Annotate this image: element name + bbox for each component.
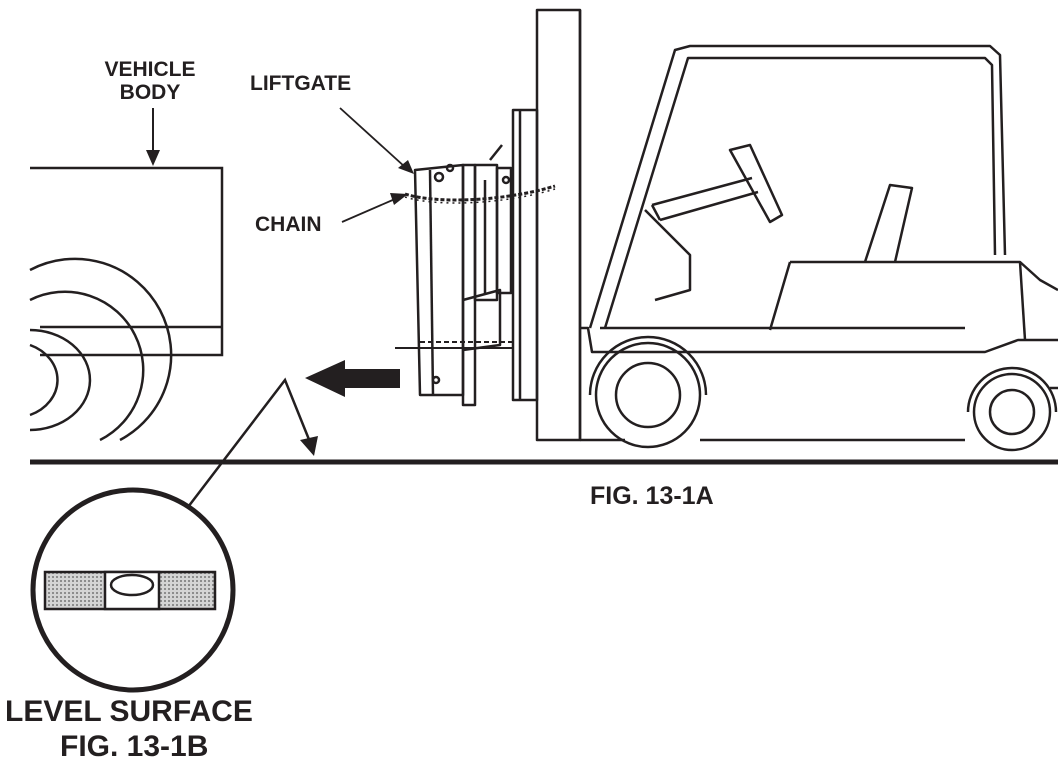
vehicle-body-label-line2: BODY xyxy=(119,81,181,105)
chain-arrowhead xyxy=(390,193,408,205)
chain-pointer xyxy=(341,198,396,223)
figure-b-caption: FIG. 13-1B xyxy=(60,730,209,763)
bubble-level-icon xyxy=(30,487,236,693)
level-callout-arrowhead xyxy=(300,436,318,456)
vehicle-body xyxy=(29,166,224,442)
liftgate-arrowhead xyxy=(398,160,414,174)
forks xyxy=(395,341,513,349)
vehicle-body-label: VEHICLE BODY xyxy=(93,58,207,104)
figure-a-caption: FIG. 13-1A xyxy=(590,482,714,510)
forklift xyxy=(511,8,1058,452)
chain-label: CHAIN xyxy=(255,213,322,236)
level-callout-leader xyxy=(184,377,312,512)
liftgate xyxy=(413,144,513,407)
vehicle-body-label-line1: VEHICLE xyxy=(104,58,196,81)
chain xyxy=(404,184,556,202)
liftgate-pointer xyxy=(339,107,406,168)
arrow-left-icon xyxy=(305,360,400,397)
vehicle-body-arrowhead xyxy=(146,150,160,166)
liftgate-label: LIFTGATE xyxy=(250,72,352,95)
level-surface-label: LEVEL SURFACE xyxy=(5,695,253,728)
